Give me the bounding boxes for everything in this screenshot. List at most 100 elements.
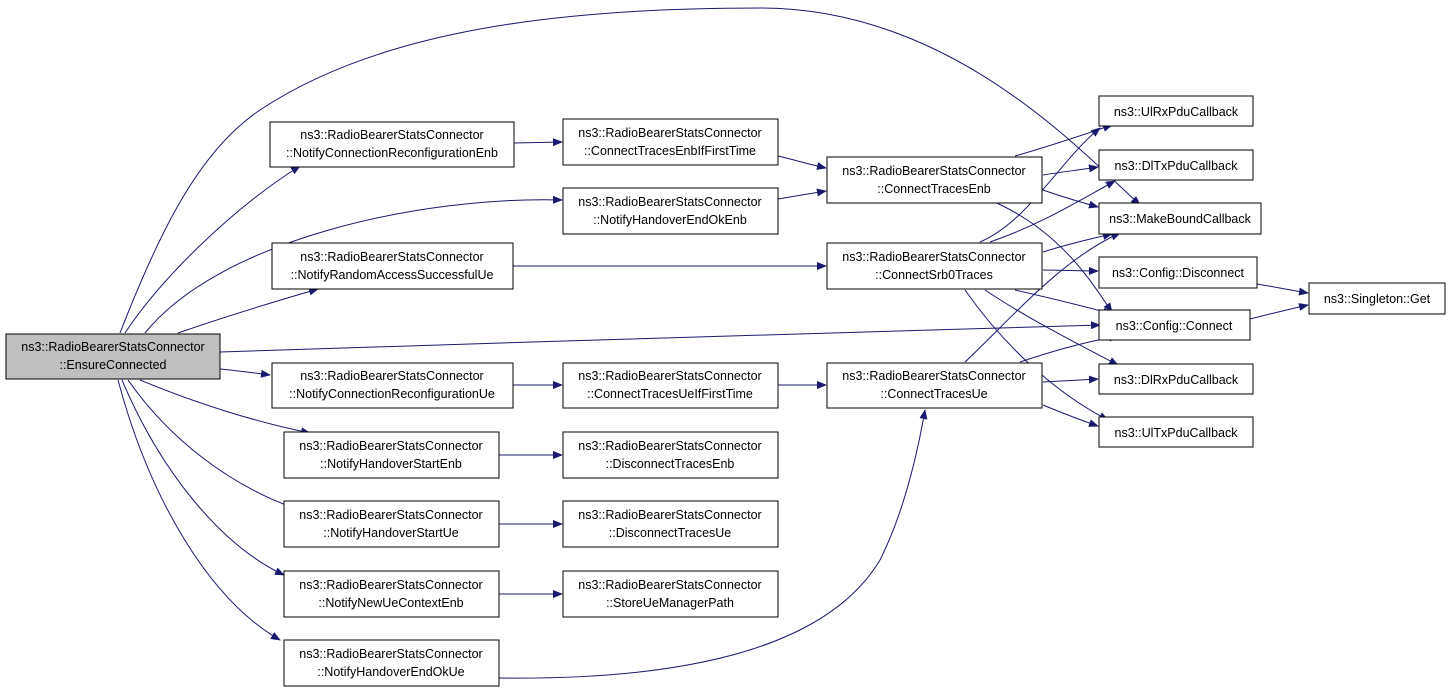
node-line1: ns3::RadioBearerStatsConnector xyxy=(299,439,482,453)
node-line2: ::ConnectTracesEnbIfFirstTime xyxy=(584,144,756,158)
node-dl-rx-pdu-callback[interactable]: ns3::DlRxPduCallback xyxy=(1098,363,1254,395)
node-ul-rx-pdu-callback[interactable]: ns3::UlRxPduCallback xyxy=(1098,95,1254,127)
node-line2: ::ConnectTracesUeIfFirstTime xyxy=(587,387,753,401)
node-store-ue-manager-path[interactable]: ns3::RadioBearerStatsConnector ::StoreUe… xyxy=(562,570,779,618)
node-notify-handover-end-ok-ue[interactable]: ns3::RadioBearerStatsConnector ::NotifyH… xyxy=(283,639,500,687)
node-line2: ::NotifyHandoverStartUe xyxy=(323,526,459,540)
node-line1: ns3::RadioBearerStatsConnector xyxy=(578,126,761,140)
node-line2: ::DisconnectTracesUe xyxy=(609,526,732,540)
node-line2: ::NotifyConnectionReconfigurationUe xyxy=(289,387,495,401)
node-line1: ns3::UlTxPduCallback xyxy=(1115,426,1239,440)
edge-connectenb-to-makebound xyxy=(1042,189,1099,209)
edge-connectenb-to-ulrx xyxy=(1014,124,1113,157)
node-line2: ::NotifyHandoverStartEnb xyxy=(320,457,462,471)
node-line1: ns3::RadioBearerStatsConnector xyxy=(578,578,761,592)
edge-connectsrb0-to-ulrx xyxy=(979,127,1101,243)
edge-ensure-to-notifyhostartue xyxy=(127,379,295,509)
edge-connectue-to-dlrx xyxy=(1042,375,1099,384)
node-line1: ns3::MakeBoundCallback xyxy=(1109,212,1251,226)
node-line1: ns3::RadioBearerStatsConnector xyxy=(578,439,761,453)
edge-connectsrb0-to-cfgdisconnect xyxy=(1042,266,1099,275)
node-line2: ::ConnectSrb0Traces xyxy=(875,268,993,282)
node-disconnect-traces-enb[interactable]: ns3::RadioBearerStatsConnector ::Disconn… xyxy=(562,431,779,479)
node-line1: ns3::RadioBearerStatsConnector xyxy=(300,369,483,383)
edge-cfgdisconnect-to-singleton xyxy=(1256,283,1309,296)
edge-ensure-to-notifyhoendue xyxy=(117,379,281,641)
node-notify-new-ue-context-enb[interactable]: ns3::RadioBearerStatsConnector ::NotifyN… xyxy=(283,570,500,618)
node-notify-handover-start-ue[interactable]: ns3::RadioBearerStatsConnector ::NotifyH… xyxy=(283,500,500,548)
node-notify-connection-reconfiguration-ue[interactable]: ns3::RadioBearerStatsConnector ::NotifyC… xyxy=(271,362,514,409)
node-config-disconnect[interactable]: ns3::Config::Disconnect xyxy=(1098,256,1258,289)
node-disconnect-traces-ue[interactable]: ns3::RadioBearerStatsConnector ::Disconn… xyxy=(562,500,779,548)
node-line1: ns3::RadioBearerStatsConnector xyxy=(842,250,1025,264)
node-connect-traces-ue[interactable]: ns3::RadioBearerStatsConnector ::Connect… xyxy=(826,362,1043,409)
edge-notifyconnrecenb-to-connectenbif xyxy=(513,138,563,147)
node-ensure-line1: ns3::RadioBearerStatsConnector xyxy=(21,340,204,354)
node-line1: ns3::Config::Connect xyxy=(1116,319,1233,333)
node-line1: ns3::RadioBearerStatsConnector xyxy=(842,369,1025,383)
node-notify-connection-reconfiguration-enb[interactable]: ns3::RadioBearerStatsConnector ::NotifyC… xyxy=(269,121,515,168)
edge-connectsrb0-to-dlrx xyxy=(984,289,1119,366)
node-connect-traces-enb-if-first-time[interactable]: ns3::RadioBearerStatsConnector ::Connect… xyxy=(562,118,779,166)
edge-ensure-to-notifynewue xyxy=(121,379,285,576)
node-line1: ns3::RadioBearerStatsConnector xyxy=(300,250,483,264)
edges xyxy=(117,7,1309,679)
node-line1: ns3::RadioBearerStatsConnector xyxy=(299,508,482,522)
node-notify-handover-start-enb[interactable]: ns3::RadioBearerStatsConnector ::NotifyH… xyxy=(283,431,500,479)
edge-connectsrb0-to-makebound xyxy=(1042,232,1113,253)
node-line1: ns3::RadioBearerStatsConnector xyxy=(300,128,483,142)
edge-ensure-to-makebound xyxy=(119,7,1141,334)
edge-connectsrb0-to-cfgconnect xyxy=(1014,289,1113,316)
node-line2: ::NotifyNewUeContextEnb xyxy=(318,596,463,610)
edge-connectue-to-ultx xyxy=(1042,404,1099,427)
edge-connectsrb0-to-ultx xyxy=(964,289,1109,421)
node-line2: ::StoreUeManagerPath xyxy=(606,596,734,610)
node-notify-handover-end-ok-enb[interactable]: ns3::RadioBearerStatsConnector ::NotifyH… xyxy=(562,187,779,235)
node-line1: ns3::RadioBearerStatsConnector xyxy=(299,578,482,592)
node-line1: ns3::RadioBearerStatsConnector xyxy=(842,164,1025,178)
edge-ensure-to-notifyhoendenb xyxy=(144,195,563,334)
node-line2: ::NotifyRandomAccessSuccessfulUe xyxy=(291,268,494,282)
edge-ensure-to-cfgconnect xyxy=(219,321,1101,353)
node-line1: ns3::DlRxPduCallback xyxy=(1114,373,1239,387)
edge-connectenb-to-cfgconnect xyxy=(989,199,1113,313)
node-ensure-line2: ::EnsureConnected xyxy=(59,358,166,372)
node-line2: ::NotifyHandoverEndOkEnb xyxy=(593,213,747,227)
node-connect-traces-enb[interactable]: ns3::RadioBearerStatsConnector ::Connect… xyxy=(826,156,1043,204)
node-line2: ::NotifyHandoverEndOkUe xyxy=(317,665,464,679)
edge-notifyhoendue-to-connectue xyxy=(498,409,928,679)
edge-cfgconnect-to-singleton xyxy=(1249,303,1309,320)
edge-notifyhoendenb-to-connectenb xyxy=(777,188,827,200)
edge-connectenbif-to-connectenb xyxy=(777,155,827,170)
edge-ensure-to-notifyhostartenb xyxy=(139,379,311,436)
edge-ensure-to-notifyconnrecue xyxy=(219,368,271,378)
nodes: ns3::RadioBearerStatsConnector ::EnsureC… xyxy=(5,95,1446,687)
edge-connectenb-to-dltx xyxy=(1042,164,1099,176)
node-config-connect[interactable]: ns3::Config::Connect xyxy=(1098,309,1251,341)
edge-connectsrb0-to-dltx xyxy=(989,180,1116,243)
node-line1: ns3::RadioBearerStatsConnector xyxy=(578,369,761,383)
edge-ensure-to-notifyrandomacc xyxy=(177,287,319,334)
node-line2: ::ConnectTracesUe xyxy=(880,387,987,401)
node-singleton-get[interactable]: ns3::Singleton::Get xyxy=(1308,282,1446,315)
node-dl-tx-pdu-callback[interactable]: ns3::DlTxPduCallback xyxy=(1098,149,1254,181)
node-connect-traces-ue-if-first-time[interactable]: ns3::RadioBearerStatsConnector ::Connect… xyxy=(562,362,779,409)
node-line1: ns3::UlRxPduCallback xyxy=(1114,105,1239,119)
node-connect-srb0-traces[interactable]: ns3::RadioBearerStatsConnector ::Connect… xyxy=(826,242,1043,290)
edge-connectue-to-makebound xyxy=(964,232,1121,363)
node-line1: ns3::Singleton::Get xyxy=(1324,292,1431,306)
node-line2: ::ConnectTracesEnb xyxy=(877,182,991,196)
node-line1: ns3::RadioBearerStatsConnector xyxy=(578,195,761,209)
node-line1: ns3::RadioBearerStatsConnector xyxy=(299,647,482,661)
node-line1: ns3::Config::Disconnect xyxy=(1112,266,1245,280)
node-ul-tx-pdu-callback[interactable]: ns3::UlTxPduCallback xyxy=(1098,416,1254,448)
node-ensure-connected[interactable]: ns3::RadioBearerStatsConnector ::EnsureC… xyxy=(5,333,221,380)
node-line2: ::NotifyConnectionReconfigurationEnb xyxy=(286,146,498,160)
node-line1: ns3::RadioBearerStatsConnector xyxy=(578,508,761,522)
node-notify-random-access-successful-ue[interactable]: ns3::RadioBearerStatsConnector ::NotifyR… xyxy=(271,242,514,290)
edge-ensure-to-notifyconnrecenb xyxy=(124,165,301,334)
node-line1: ns3::DlTxPduCallback xyxy=(1115,159,1239,173)
node-make-bound-callback[interactable]: ns3::MakeBoundCallback xyxy=(1098,202,1262,235)
node-line2: ::DisconnectTracesEnb xyxy=(606,457,735,471)
